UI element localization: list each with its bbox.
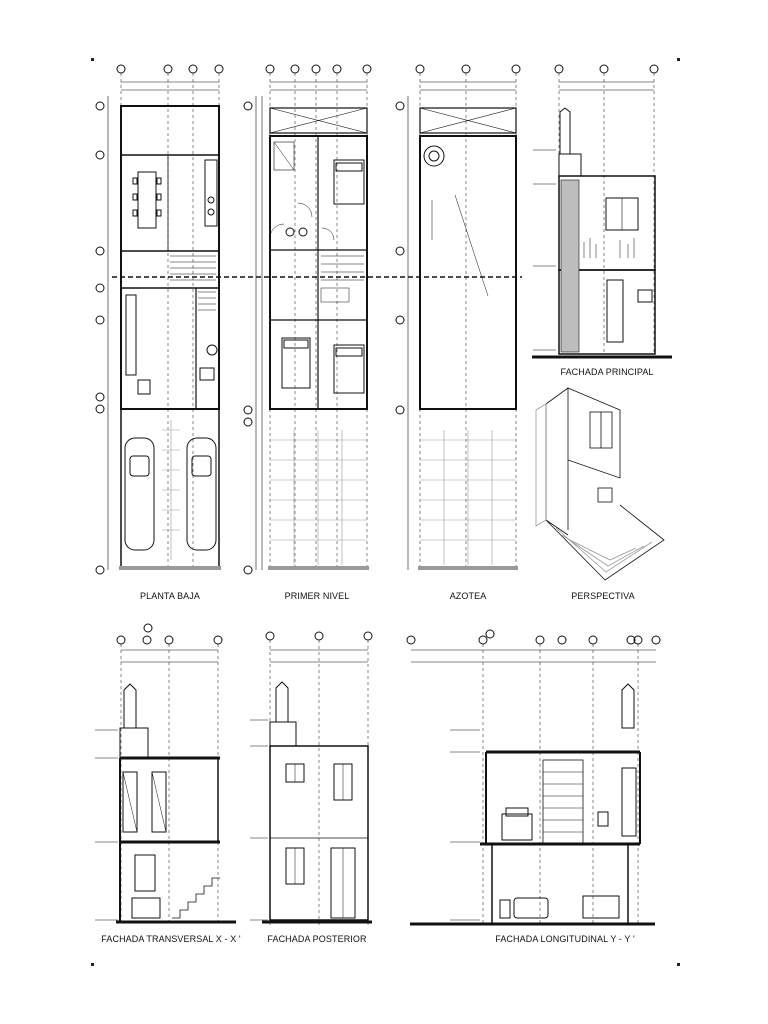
planta-baja-plan — [95, 64, 224, 575]
fachada-longitudinal-caption: FACHADA LONGITUDINAL Y - Y ' — [495, 934, 635, 944]
perspectiva-caption: PERSPECTIVA — [571, 591, 635, 601]
fachada-longitudinal-elevation — [406, 629, 661, 926]
corner-mark — [677, 963, 680, 966]
primer-nivel-caption: PRIMER NIVEL — [284, 591, 350, 601]
fachada-transversal-caption: FACHADA TRANSVERSAL X - X ' — [101, 934, 241, 944]
azotea-caption: AZOTEA — [449, 591, 487, 601]
fachada-transversal-elevation — [95, 623, 236, 925]
corner-mark — [91, 963, 94, 966]
corner-mark — [91, 58, 94, 61]
perspectiva-drawing — [535, 387, 665, 581]
planta-baja-caption: PLANTA BAJA — [140, 591, 200, 601]
azotea-plan — [395, 64, 521, 570]
fachada-posterior-caption: FACHADA POSTERIOR — [267, 934, 367, 944]
fachada-principal-caption: FACHADA PRINCIPAL — [560, 367, 654, 377]
corner-mark — [677, 58, 680, 61]
primer-nivel-plan — [243, 64, 372, 575]
fachada-posterior-elevation — [250, 631, 373, 925]
fachada-principal-elevation — [532, 64, 672, 359]
